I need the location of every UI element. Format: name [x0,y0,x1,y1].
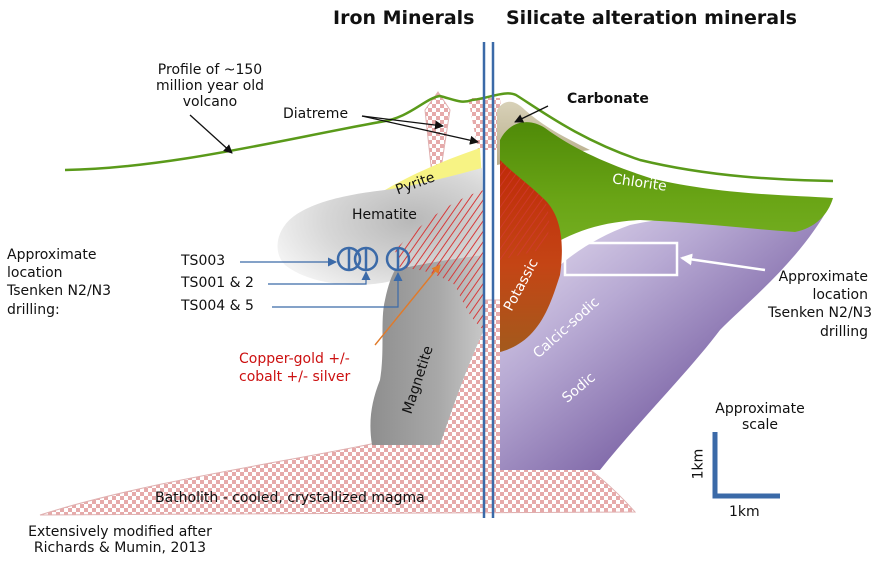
diatreme-arrow-left [361,115,444,130]
ts004-leader [272,272,403,308]
left-location-line-4: drilling: [7,301,60,318]
chlorite-zone [500,122,833,280]
left-location-line-1: Approximate [7,247,97,263]
magnetite-zone [370,255,484,445]
left-location-annotation: Approximate location Tsenken N2/N3 drill… [7,246,111,319]
right-location-box [563,241,679,277]
right-location-arrow [680,253,766,272]
right-location-annotation: Approximate location Tsenken N2/N3 drill… [768,268,873,341]
left-location-line-2: location [7,265,63,282]
profile-line-2: million year old [155,78,265,95]
batholith-label: Batholith - cooled, crystallized magma [155,490,425,506]
hematite-label: Hematite [352,207,417,223]
right-location-line-4: drilling [820,323,868,340]
silicate-minerals-header: Silicate alteration minerals [506,7,797,29]
profile-line-3: volcano [182,94,238,111]
left-location-line-3: Tsenken N2/N3 [7,283,112,300]
credit-line-2: Richards & Mumin, 2013 [33,540,207,557]
scale-vertical-label: 1km [690,448,707,480]
scale-title-line-2: scale [741,417,779,434]
profile-line-1: Profile of ~150 [157,62,263,78]
right-location-line-2: location [812,287,868,304]
right-location-line-3: Tsenken N2/N3 [768,305,873,322]
sodic-zone [500,205,830,470]
carbonate-arrow [514,105,549,123]
drillhole-label-ts003: TS003 [181,253,226,269]
volcano-profile [64,92,834,183]
diatreme-label: Diatreme [283,106,349,122]
copper-line-2: cobalt +/- silver [239,369,351,386]
drillhole-symbol-ts001 [353,246,379,272]
drillhole-symbol-ts003 [336,246,362,272]
potassic-hatch [500,160,550,260]
copper-gold-annotation: Copper-gold +/- cobalt +/- silver [239,350,350,386]
copper-gold-hatch-zone [395,190,484,330]
iron-minerals-header: Iron Minerals [333,7,475,29]
drillhole-label-ts004: TS004 & 5 [181,298,254,314]
drillhole-label-ts001: TS001 & 2 [181,275,254,291]
credit-line-1: Extensively modified after [28,524,212,540]
credit-annotation: Extensively modified after Richards & Mu… [20,524,220,556]
copper-line-1: Copper-gold +/- [239,351,350,367]
carbonate-label: Carbonate [567,91,649,107]
diatreme-arrow-right [361,115,479,145]
profile-annotation: Profile of ~150 million year old volcano [140,62,280,110]
copper-arrow [374,264,441,346]
scale-title: Approximate scale [700,401,820,433]
right-location-line-1: Approximate [778,269,868,285]
profile-arrow [189,114,233,154]
scale-horizontal-label: 1km [729,504,760,520]
scale-bar [712,432,780,499]
drillhole-symbol-ts004 [385,246,411,272]
ts001-leader [268,271,371,285]
scale-title-line-1: Approximate [715,401,805,417]
